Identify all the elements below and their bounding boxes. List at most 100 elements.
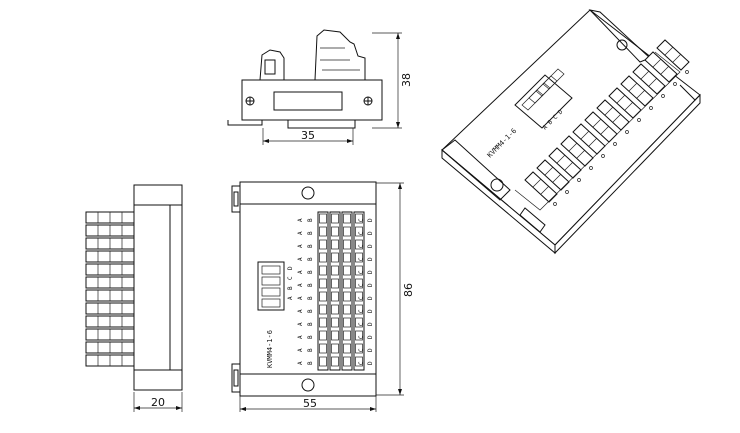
front-terminal-letters: AAAAAAAAAAAABBBBBBBBBBBBCCCCCCCCCCCCDDDD… <box>297 218 374 365</box>
terminal-slot <box>319 304 327 315</box>
terminal-letter: B <box>307 218 314 222</box>
terminal-slot <box>331 213 339 224</box>
terminal-slot <box>319 278 327 289</box>
lower-din-clip <box>231 363 240 393</box>
iso-terminal <box>644 51 678 83</box>
terminal-letter: C <box>358 361 365 365</box>
terminal-letter: B <box>307 244 314 248</box>
header-pin <box>261 276 281 286</box>
terminal-slot <box>343 330 351 341</box>
terminal-letter: A <box>297 348 304 352</box>
terminal-letter: C <box>358 283 365 287</box>
terminal-slot <box>343 265 351 276</box>
terminal-letter: A <box>297 309 304 313</box>
terminal-letter: C <box>358 335 365 339</box>
terminal-slot <box>319 226 327 237</box>
top-view: 38 35 <box>227 29 413 145</box>
terminal-slot <box>343 252 351 263</box>
terminal-slot <box>343 356 351 367</box>
iso-header-connector <box>514 74 573 129</box>
terminal-letter: A <box>297 335 304 339</box>
isometric-view: KVMM4-1-6 A B C D <box>441 9 701 255</box>
terminal-letter: B <box>307 283 314 287</box>
iso-terminal-bank <box>524 39 690 206</box>
terminal-letter: D <box>367 244 374 248</box>
terminal-slot <box>355 239 363 250</box>
terminal-slot <box>355 213 363 224</box>
terminal-slot <box>343 213 351 224</box>
terminal-letter: A <box>297 296 304 300</box>
terminal-letter: D <box>367 348 374 352</box>
terminal-letter: D <box>367 270 374 274</box>
top-view-window <box>273 91 343 111</box>
terminal-slot <box>319 356 327 367</box>
terminal-letter: D <box>367 361 374 365</box>
terminal-letter: C <box>358 348 365 352</box>
side-terminal-stack <box>85 211 135 367</box>
terminal-slot <box>355 278 363 289</box>
terminal-slot <box>319 343 327 354</box>
terminal-slot <box>319 213 327 224</box>
header-letter-b: B <box>287 286 294 290</box>
terminal-letter: D <box>367 218 374 222</box>
terminal-slot <box>355 304 363 315</box>
terminal-slot <box>343 239 351 250</box>
terminal-slot <box>319 252 327 263</box>
terminal-letter: B <box>307 335 314 339</box>
header-letter-c: C <box>287 276 294 280</box>
top-right-connector <box>314 29 366 81</box>
terminal-letter: D <box>367 309 374 313</box>
terminal-slot <box>319 265 327 276</box>
terminal-slot <box>343 291 351 302</box>
side-view: 20 <box>85 184 183 412</box>
bottom-mounting-hole-icon <box>301 378 315 392</box>
terminal-slot <box>355 291 363 302</box>
terminal-letter: D <box>367 335 374 339</box>
terminal-letter: A <box>297 270 304 274</box>
terminal-slot <box>355 317 363 328</box>
terminal-letter: A <box>297 322 304 326</box>
terminal-letter: A <box>297 283 304 287</box>
terminal-letter: D <box>367 283 374 287</box>
iso-header-pin <box>542 68 565 90</box>
top-height-dimension: 38 <box>400 73 413 87</box>
terminal-letter: C <box>358 322 365 326</box>
terminal-slot <box>343 226 351 237</box>
terminal-letter: A <box>297 231 304 235</box>
terminal-slot <box>331 278 339 289</box>
terminal-letter: B <box>307 322 314 326</box>
terminal-letter: B <box>307 257 314 261</box>
iso-terminal <box>536 159 570 191</box>
header-letter-a: A <box>287 296 294 300</box>
terminal-letter: C <box>358 218 365 222</box>
terminal-slot <box>331 343 339 354</box>
side-width-dimension: 20 <box>151 396 165 409</box>
top-width-dimension: 35 <box>301 129 315 142</box>
terminal-slot <box>355 356 363 367</box>
terminal-letter: B <box>307 270 314 274</box>
iso-terminal <box>632 63 666 95</box>
iso-terminal <box>656 39 690 71</box>
terminal-letter: C <box>358 231 365 235</box>
header-pin <box>261 287 281 297</box>
terminal-letter: A <box>297 257 304 261</box>
header-connector <box>257 261 285 311</box>
terminal-letter: B <box>307 231 314 235</box>
terminal-slot <box>355 265 363 276</box>
header-letter-d: D <box>287 266 294 270</box>
terminal-slot <box>343 278 351 289</box>
front-height-dimension: 86 <box>402 283 415 297</box>
terminal-letter: A <box>297 361 304 365</box>
iso-terminal <box>620 75 654 107</box>
terminal-slot <box>319 330 327 341</box>
terminal-letter: D <box>367 296 374 300</box>
terminal-slot <box>331 330 339 341</box>
terminal-slot <box>331 356 339 367</box>
terminal-slot <box>355 343 363 354</box>
terminal-slot <box>331 239 339 250</box>
terminal-slot <box>343 317 351 328</box>
terminal-slot <box>343 304 351 315</box>
terminal-letter: B <box>307 309 314 313</box>
terminal-letter: C <box>358 309 365 313</box>
